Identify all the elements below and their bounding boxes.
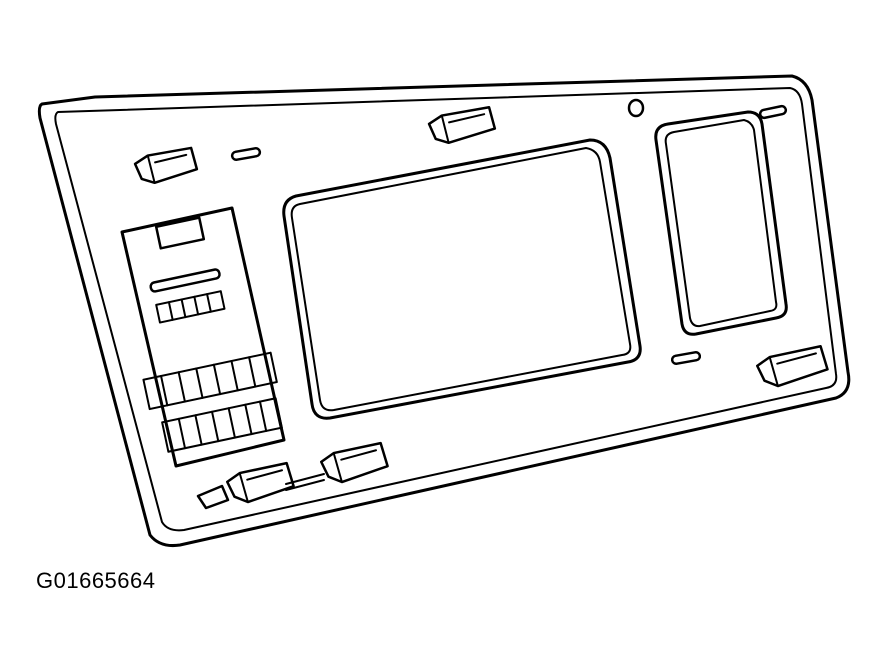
clip-bottom-right xyxy=(755,345,829,388)
center-window-outer xyxy=(282,138,642,420)
lower-grid xyxy=(161,397,283,453)
center-window-inner xyxy=(290,147,632,412)
clip-top-center xyxy=(427,105,497,145)
clip-bottom-left xyxy=(225,461,295,504)
bracket-outer-edge xyxy=(37,74,851,547)
strap-tab xyxy=(196,484,230,510)
left-panel xyxy=(120,206,286,468)
slot-bottom-right xyxy=(670,351,702,365)
bracket-inner-edge xyxy=(54,87,838,532)
right-window-outer xyxy=(654,110,788,336)
slot-right-top xyxy=(758,104,788,120)
clip-strap xyxy=(285,473,325,491)
slot-left-top xyxy=(230,147,262,161)
panel-slot xyxy=(149,268,221,293)
right-window-inner xyxy=(664,119,778,328)
middle-grid xyxy=(142,351,278,411)
figure-id-label: G01665664 xyxy=(36,568,156,593)
small-grid xyxy=(155,290,226,324)
clip-top-left xyxy=(133,146,199,185)
hole-top-right xyxy=(627,98,645,118)
panel-notch xyxy=(154,216,206,250)
clip-bottom-center xyxy=(319,441,389,484)
